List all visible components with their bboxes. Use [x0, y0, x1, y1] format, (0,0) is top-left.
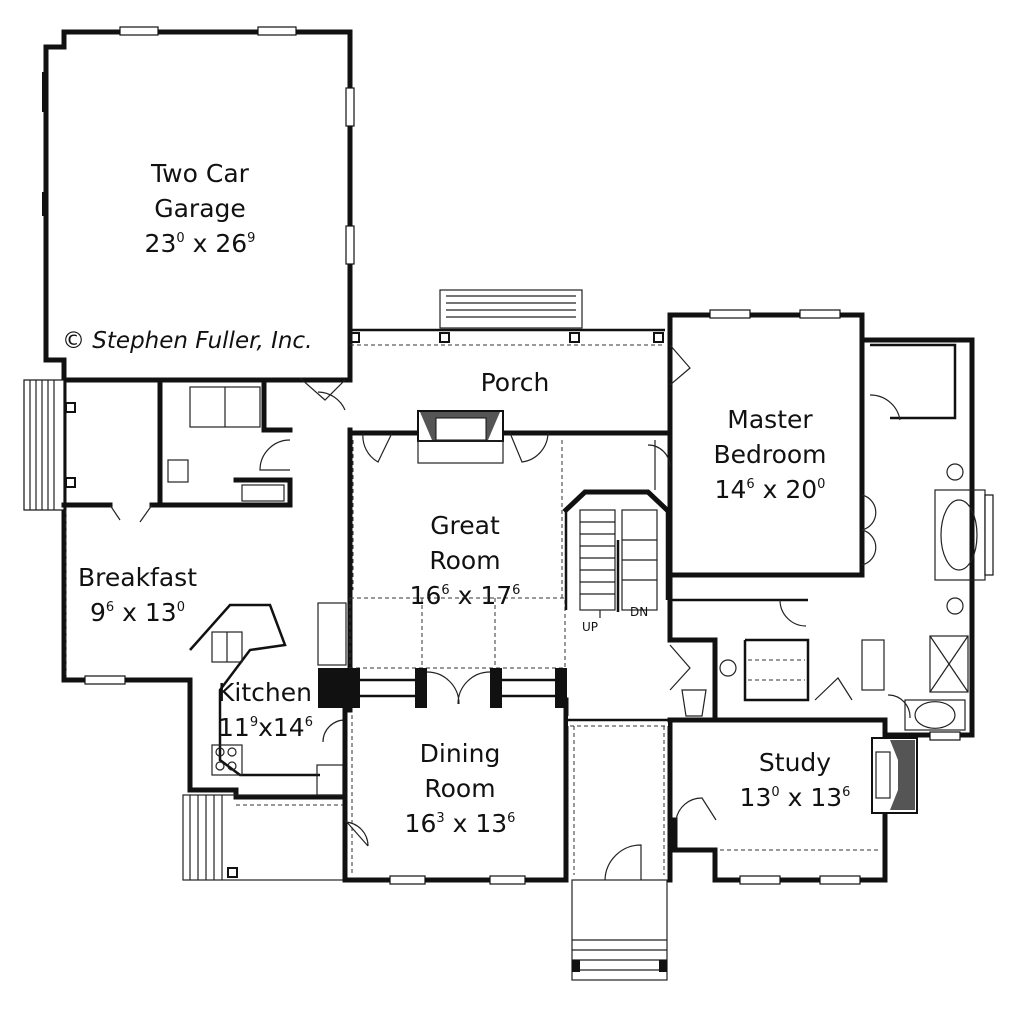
dining-name-line2: Room: [424, 774, 496, 803]
kitchen-dimensions: 119x146: [218, 713, 313, 742]
great-name-line2: Room: [429, 546, 501, 575]
master-dimensions: 146 x 200: [714, 475, 826, 504]
west-wing-walls: [23, 377, 293, 685]
copyright-notice: © Stephen Fuller, Inc.: [62, 328, 313, 354]
dining-room-label: Dining Room 163 x 136: [380, 736, 540, 841]
closet-hall-walls: [667, 598, 885, 723]
foyer-walls: [563, 430, 691, 883]
garage-label: Two Car Garage 230 x 269: [100, 156, 300, 261]
great-name-line1: Great: [430, 511, 500, 540]
garage-name-line1: Two Car: [151, 159, 249, 188]
study-walls: [672, 717, 923, 885]
study-label: Study 130 x 136: [725, 745, 865, 815]
breakfast-name: Breakfast: [77, 563, 197, 592]
master-name-line1: Master: [727, 405, 813, 434]
porch-label: Porch: [440, 365, 590, 400]
front-stoop: [571, 879, 668, 981]
dining-dimensions: 163 x 136: [404, 809, 516, 838]
dining-name-line1: Dining: [419, 739, 501, 768]
staircase: [562, 489, 671, 618]
master-name-line2: Bedroom: [713, 440, 827, 469]
breakfast-dimensions: 96 x 130: [90, 598, 185, 627]
study-dimensions: 130 x 136: [739, 783, 851, 812]
garage-dimensions: 230 x 269: [144, 229, 256, 258]
master-bedroom-label: Master Bedroom 146 x 200: [680, 402, 860, 507]
garage-name-line2: Garage: [154, 194, 246, 223]
kitchen-label: Kitchen 119x146: [218, 675, 328, 745]
porch-name: Porch: [480, 368, 550, 397]
stairs-up-label: UP: [582, 620, 599, 634]
great-room-label: Great Room 166 x 176: [380, 508, 550, 613]
porch: [299, 289, 665, 411]
master-bath-walls: [859, 337, 994, 741]
garage-walls: [42, 26, 355, 383]
dining-room-walls: [342, 707, 569, 885]
great-dimensions: 166 x 176: [409, 581, 521, 610]
kitchen-name: Kitchen: [218, 678, 312, 707]
master-bedroom-walls: [667, 309, 877, 578]
stairs-down-label: DN: [630, 605, 649, 619]
rear-deck: [182, 794, 346, 881]
study-name: Study: [758, 748, 832, 777]
breakfast-label: Breakfast 96 x 130: [70, 560, 205, 630]
